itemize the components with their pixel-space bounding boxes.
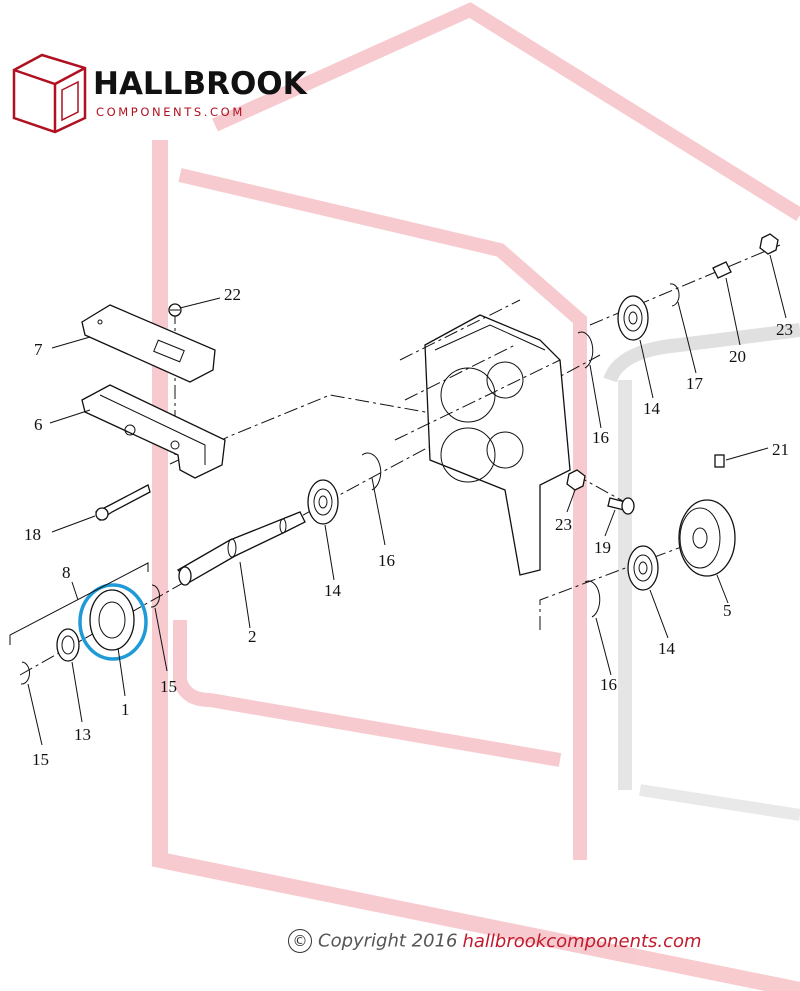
highlight-circle <box>78 583 148 661</box>
group-bracket-8 <box>9 562 149 645</box>
cube-icon <box>12 53 87 134</box>
callout-16-shaft: 16 <box>378 551 395 570</box>
callout-23-top: 23 <box>776 320 793 339</box>
part-14-bearing-top <box>617 295 649 341</box>
part-7-cover-plate <box>81 304 216 383</box>
callout-19: 19 <box>594 538 611 557</box>
part-6-slide-block <box>81 384 226 479</box>
callout-16-bottom: 16 <box>600 675 617 694</box>
part-5-pulley <box>678 499 736 577</box>
logo-tagline: COMPONENTS.COM <box>96 105 245 119</box>
callout-13: 13 <box>74 725 91 744</box>
part-15-ring-left <box>20 661 31 685</box>
part-17-ring <box>669 283 680 307</box>
part-2-shaft <box>176 511 306 586</box>
callout-18: 18 <box>24 525 41 544</box>
part-16-ring-center <box>361 452 382 491</box>
part-1-roller <box>89 589 135 651</box>
callout-14-bottom: 14 <box>658 639 676 658</box>
callout-22: 22 <box>224 285 241 304</box>
callout-16-top: 16 <box>592 428 609 447</box>
callout-1: 1 <box>121 700 130 719</box>
part-19-bolt <box>607 497 635 515</box>
part-14-bearing-left <box>307 479 339 525</box>
callout-20: 20 <box>729 347 746 366</box>
assembly-centerlines <box>19 244 781 676</box>
callout-14-top: 14 <box>643 399 661 418</box>
copyright-icon: © <box>288 929 312 953</box>
part-18-bolt <box>95 484 151 521</box>
copyright-url: hallbrookcomponents.com <box>462 930 702 952</box>
part-21-set-screw <box>714 454 725 468</box>
part-14-bearing-bottom <box>627 545 659 591</box>
callout-6: 6 <box>34 415 43 434</box>
callout-15-right: 15 <box>160 677 177 696</box>
leader-lines <box>27 254 787 746</box>
callout-23-center: 23 <box>555 515 572 534</box>
hallbrook-logo: HALLBROOK COMPONENTS.COM <box>12 53 308 134</box>
callout-2: 2 <box>248 627 257 646</box>
callout-8: 8 <box>62 563 71 582</box>
part-16-ring-bottom <box>584 580 601 618</box>
part-23-nut-top <box>759 233 779 255</box>
part-13-bearing <box>56 628 80 662</box>
watermark-background <box>152 2 800 991</box>
part-22-screw <box>168 303 182 317</box>
part-23-nut-center <box>566 469 586 491</box>
copyright-text: Copyright 2016 <box>318 930 458 952</box>
callout-17: 17 <box>686 374 704 393</box>
callout-21: 21 <box>772 440 789 459</box>
part-15-ring-right <box>150 584 161 608</box>
housing-frame <box>394 299 571 576</box>
callout-14-shaft: 14 <box>324 581 342 600</box>
callout-5: 5 <box>723 601 732 620</box>
logo-name: HALLBROOK <box>93 66 308 102</box>
part-callouts: 22 7 6 18 8 2 14 16 15 1 13 15 16 14 17 … <box>24 285 793 769</box>
callout-15-left: 15 <box>32 750 49 769</box>
part-16-ring-top <box>577 331 594 369</box>
callout-7: 7 <box>34 340 43 359</box>
part-20-set-screw <box>712 261 732 279</box>
